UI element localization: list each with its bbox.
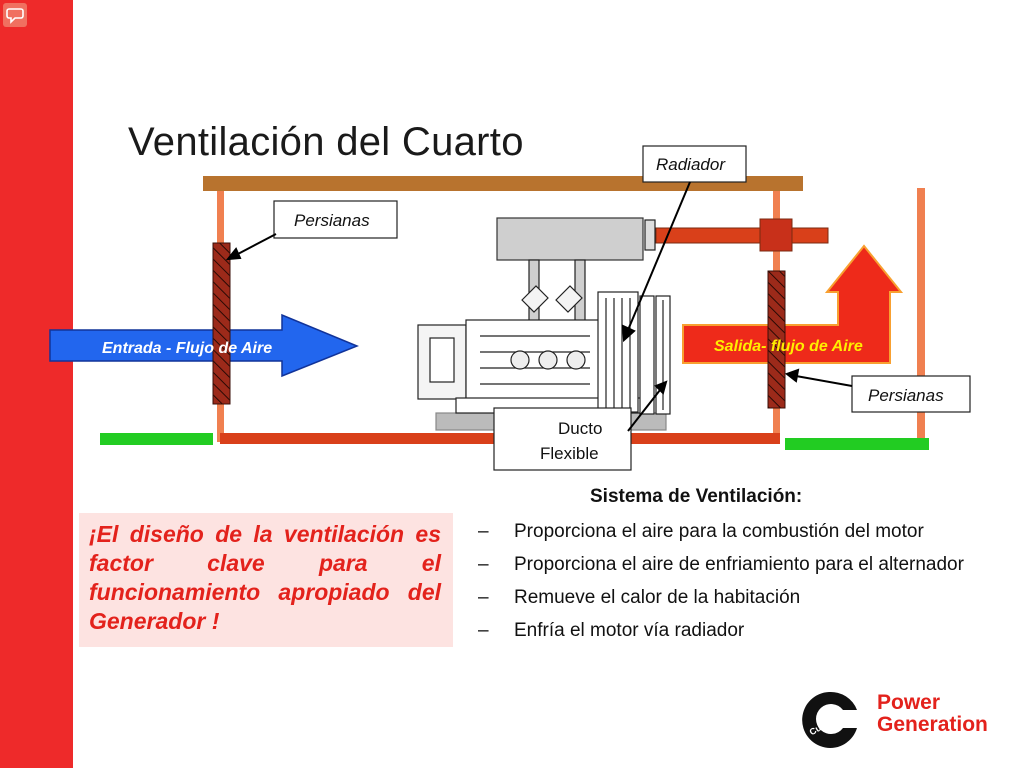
callout-text: ¡El diseño de la ventilación es factor c… <box>89 521 441 634</box>
ducto-label-line1: Ducto <box>558 419 602 438</box>
list-item: – Proporciona el aire para la combustión … <box>478 520 1018 544</box>
list-item-text: Proporciona el aire para la combustión d… <box>514 521 924 542</box>
ground-pad-right <box>785 438 929 450</box>
bullet-dash: – <box>478 554 489 575</box>
logo-line1: Power <box>877 691 941 714</box>
persianas-left-label-box <box>273 200 398 239</box>
cummins-power-generation-logo: Cummins Power Generation <box>797 688 1007 752</box>
generator-set <box>417 217 671 431</box>
outlet-air-arrow <box>682 244 904 364</box>
list-item-text: Proporciona el aire de enfriamiento para… <box>514 554 964 575</box>
radiator-frame <box>639 295 655 415</box>
ventilation-system-list: – Proporciona el aire para la combustión … <box>478 520 1018 652</box>
bullet-dash: – <box>478 620 489 641</box>
radiador-label-box <box>642 145 747 183</box>
salida-label: Salida- flujo de Aire <box>714 338 863 355</box>
key-message-callout: ¡El diseño de la ventilación es factor c… <box>79 513 453 647</box>
radiator-core <box>597 291 639 413</box>
cummins-c-logo-icon: Cummins <box>802 691 857 748</box>
page-title: Ventilación del Cuarto <box>128 120 524 164</box>
persianas-right-label-box <box>851 375 971 413</box>
radiador-label: Radiador <box>656 155 726 174</box>
logo-line2: Generation <box>877 713 988 736</box>
left-red-sidebar <box>0 0 73 768</box>
pointer-lines <box>225 181 853 432</box>
louver-left <box>212 242 231 405</box>
muffler <box>496 217 644 261</box>
list-item-text: Enfría el motor vía radiador <box>514 620 745 641</box>
ducto-label-line2: Flexible <box>540 444 599 463</box>
ground-pad-left <box>100 433 213 445</box>
sistema-title: Sistema de Ventilación: <box>590 486 803 507</box>
persianas-left-label: Persianas <box>294 211 370 230</box>
list-item: – Enfría el motor vía radiador <box>478 619 1018 643</box>
persianas-right-label: Persianas <box>868 386 944 405</box>
exhaust-pipe <box>655 227 829 244</box>
inlet-air-arrow <box>49 313 359 378</box>
list-item-text: Remueve el calor de la habitación <box>514 587 801 608</box>
ducto-label-box <box>493 407 632 471</box>
list-item: – Proporciona el aire de enfriamiento par… <box>478 553 1018 577</box>
entrada-label: Entrada - Flujo de Aire <box>102 340 272 357</box>
speech-bubble-icon[interactable] <box>3 3 27 27</box>
louver-right <box>767 270 786 409</box>
far-right-wall <box>917 188 925 440</box>
bullet-dash: – <box>478 521 489 542</box>
logo-wordmark: Power Generation <box>877 692 988 736</box>
list-item: – Remueve el calor de la habitación <box>478 586 1018 610</box>
exhaust-flange <box>759 218 793 252</box>
bullet-dash: – <box>478 587 489 608</box>
